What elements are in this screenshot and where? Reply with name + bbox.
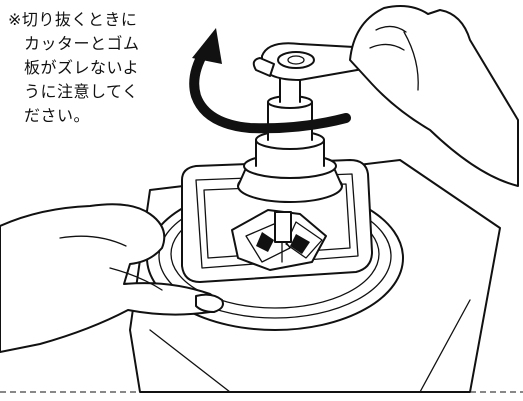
warning-caption: ※切り抜くときに カッターとゴム 板がズレないよ うに注意してく ださい。 [8, 8, 178, 128]
cutter-blades [231, 209, 327, 271]
caption-line: うに注意してく [24, 82, 139, 101]
right-hand-icon [349, 5, 519, 187]
caption-line: ださい。 [24, 106, 91, 125]
rotation-arrow-icon [189, 28, 351, 134]
caption-line: 板がズレないよ [24, 58, 140, 77]
caption-line: カッターとゴム [24, 34, 140, 53]
center-column [237, 56, 343, 203]
caption-line: ※切り抜くときに [8, 10, 138, 29]
left-hand-icon [0, 203, 224, 353]
